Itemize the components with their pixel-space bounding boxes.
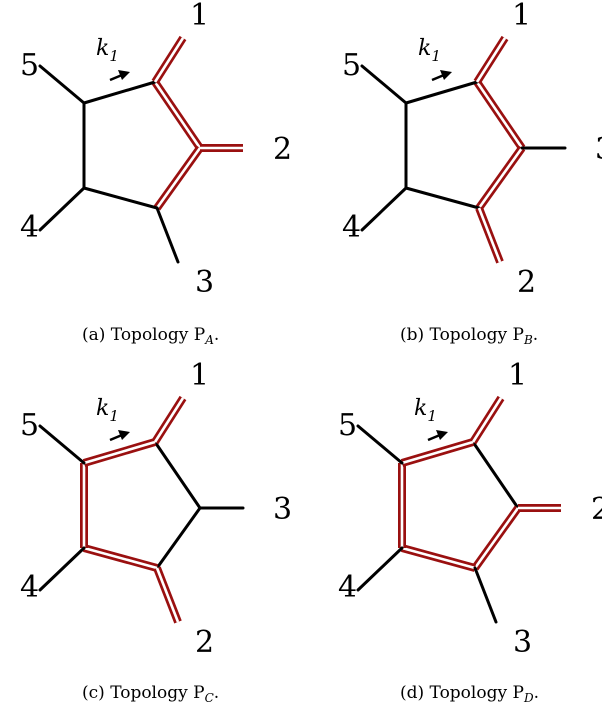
external-leg-2-inner [155, 567, 180, 623]
leg-label: 4 [342, 210, 361, 245]
external-leg-1-inner [471, 397, 503, 443]
loop-edge-3 [82, 186, 159, 210]
loop-edge-3-inner [401, 546, 476, 570]
external-leg-1-inner [475, 37, 507, 83]
loop-edge-3-inner [83, 546, 158, 570]
momentum-arrow-head [118, 70, 130, 80]
momentum-label: k1 [414, 396, 437, 425]
momentum-arrow-shaft [109, 433, 123, 442]
external-leg-1-inner [153, 37, 185, 83]
topology-panel-d: 1 2 3 4 5 k1 [338, 358, 602, 660]
panel-caption: (c) Topology PC. [82, 683, 219, 705]
external-leg-5 [360, 64, 408, 105]
leg-label: 2 [273, 132, 292, 167]
leg-label: 1 [190, 358, 209, 393]
leg-label: 4 [20, 210, 39, 245]
external-leg-5 [38, 424, 86, 465]
momentum-arrow-head [118, 430, 130, 440]
leg-label: 5 [20, 408, 39, 443]
external-leg-3 [155, 206, 180, 264]
leg-label: 4 [20, 570, 39, 605]
momentum-arrow-shaft [109, 73, 123, 82]
leg-label: 5 [20, 48, 39, 83]
loop-edge-5 [404, 80, 479, 105]
momentum-label: k1 [96, 396, 119, 425]
external-leg-4 [356, 546, 404, 592]
topology-panel-c: 1 3 2 4 5 k1 [20, 358, 292, 660]
loop-edge-2-inner [155, 147, 202, 209]
momentum-arrow-shaft [431, 73, 445, 82]
external-leg-2-inner [477, 207, 502, 263]
external-leg-5 [38, 64, 86, 105]
topology-panel-b: 1 3 2 4 5 k1 [342, 0, 602, 300]
panel-caption: (d) Topology PD. [400, 683, 539, 705]
leg-label: 5 [338, 408, 357, 443]
leg-label: 3 [273, 492, 292, 527]
external-leg-4 [38, 186, 86, 232]
loop-edge-5-inner [83, 440, 156, 465]
loop-edge-1 [471, 440, 520, 510]
leg-label: 1 [190, 0, 209, 33]
loop-edge-2-inner [473, 507, 520, 569]
momentum-arrow-head [436, 430, 448, 440]
leg-label: 5 [342, 48, 361, 83]
external-leg-4 [360, 186, 408, 232]
topology-panel-a: 1 2 3 4 5 k1 [20, 0, 292, 300]
panel-caption: (b) Topology PB. [400, 325, 538, 347]
leg-label: 1 [508, 358, 527, 393]
leg-label: 2 [591, 492, 602, 527]
loop-edge-3 [404, 186, 481, 210]
loop-edge-2 [155, 506, 202, 570]
external-leg-4 [38, 546, 86, 592]
leg-label: 2 [517, 265, 536, 300]
leg-label: 1 [512, 0, 531, 33]
leg-label: 3 [595, 132, 602, 167]
loop-edge-1-inner [475, 81, 524, 149]
leg-label: 3 [513, 625, 532, 660]
panel-caption: (a) Topology PA. [82, 325, 219, 347]
loop-edge-1 [153, 440, 202, 510]
leg-label: 3 [195, 265, 214, 300]
leg-label: 2 [195, 625, 214, 660]
loop-edge-5-inner [401, 440, 474, 465]
momentum-label: k1 [418, 36, 441, 65]
loop-edge-5 [82, 80, 157, 105]
external-leg-1-inner [153, 397, 185, 443]
loop-edge-2-inner [477, 147, 524, 209]
momentum-arrow-shaft [427, 433, 441, 442]
external-leg-3 [473, 566, 498, 624]
loop-edge-1-inner [153, 81, 202, 149]
leg-label: 4 [338, 570, 357, 605]
external-leg-5 [356, 424, 404, 465]
momentum-label: k1 [96, 36, 119, 65]
momentum-arrow-head [440, 70, 452, 80]
